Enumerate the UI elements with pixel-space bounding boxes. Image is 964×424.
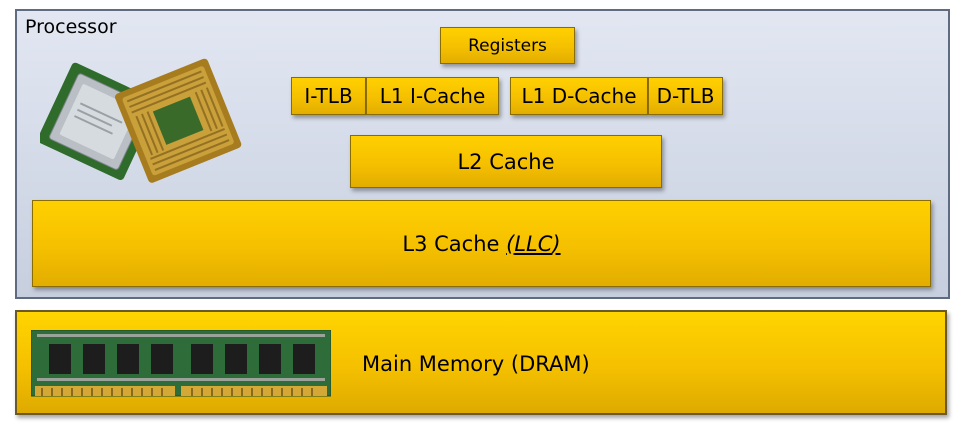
main-memory-box: Main Memory (DRAM) — [15, 310, 947, 415]
l3-cache-box: L3 Cache (LLC) — [32, 200, 931, 287]
l1-icache-label: L1 I-Cache — [379, 84, 486, 108]
itlb-label: I-TLB — [304, 84, 353, 108]
dram-module-icon — [31, 330, 331, 397]
processor-label: Processor — [25, 16, 117, 38]
registers-label: Registers — [468, 35, 547, 56]
dtlb-label: D-TLB — [656, 84, 715, 108]
l1-icache-box: L1 I-Cache — [366, 77, 499, 115]
l3-cache-label: L3 Cache (LLC) — [402, 232, 560, 256]
l2-cache-box: L2 Cache — [350, 135, 662, 188]
dtlb-box: D-TLB — [648, 77, 723, 115]
l3-cache-prefix: L3 Cache — [402, 231, 500, 256]
l1-dcache-label: L1 D-Cache — [521, 84, 637, 108]
cpu-chip-icon — [40, 58, 242, 183]
main-memory-label: Main Memory (DRAM) — [362, 352, 590, 376]
l2-cache-label: L2 Cache — [457, 149, 555, 174]
registers-box: Registers — [440, 27, 575, 64]
llc-term[interactable]: (LLC) — [506, 231, 561, 256]
llc-term-text: LLC — [514, 231, 553, 256]
itlb-box: I-TLB — [291, 77, 366, 115]
l1-dcache-box: L1 D-Cache — [510, 77, 648, 115]
